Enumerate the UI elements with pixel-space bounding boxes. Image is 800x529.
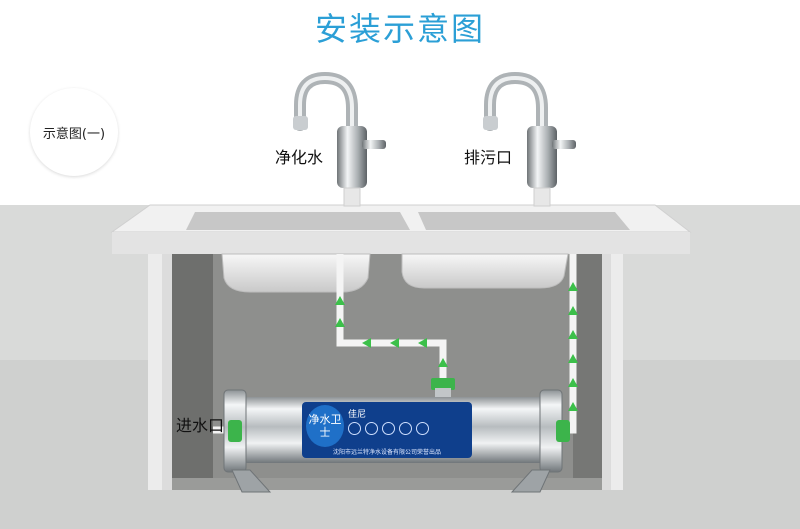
cabinet-side-panel-right [611, 254, 623, 490]
sink-basin-right [401, 253, 569, 289]
page-title: 安装示意图 [314, 10, 485, 48]
product-feature-icons [348, 422, 429, 435]
product-footer: 沈阳市远兰特净水设备有限公司荣誉出品 [332, 449, 441, 456]
feature-icon-5 [416, 422, 429, 435]
sink-right-opening [418, 212, 630, 230]
diagram-badge: 示意图(一) [30, 88, 118, 176]
product-brand: 佳尼 [348, 410, 367, 420]
wall-top [0, 0, 800, 205]
product-panel: 净水卫士 佳尼 沈阳市远兰特净水设备有限公司荣誉出品 [302, 402, 472, 458]
cabinet-left-wall [172, 254, 213, 488]
faucet-right [483, 71, 576, 207]
cabinet-side-panel-left [148, 254, 162, 490]
diagram-badge-label: 示意图(一) [42, 126, 106, 142]
label-purified-water: 净化水 [275, 148, 324, 167]
product-logo: 净水卫士 [306, 405, 344, 447]
feature-icon-2 [365, 422, 378, 435]
countertop-front [112, 232, 690, 254]
label-drain-outlet: 排污口 [464, 148, 513, 167]
product-logo-text: 净水卫士 [308, 413, 342, 439]
cabinet-right-wall [573, 254, 602, 488]
flow-arrows [335, 282, 578, 411]
feature-icon-1 [348, 422, 361, 435]
sink-left-opening [186, 212, 410, 230]
sink-basin-left [221, 253, 371, 293]
feature-icon-3 [382, 422, 395, 435]
faucet-left [293, 71, 386, 207]
cabinet-floor [172, 478, 602, 490]
feature-icon-4 [399, 422, 412, 435]
label-water-inlet: 进水口 [176, 416, 225, 435]
outlet-fitting [431, 378, 455, 390]
